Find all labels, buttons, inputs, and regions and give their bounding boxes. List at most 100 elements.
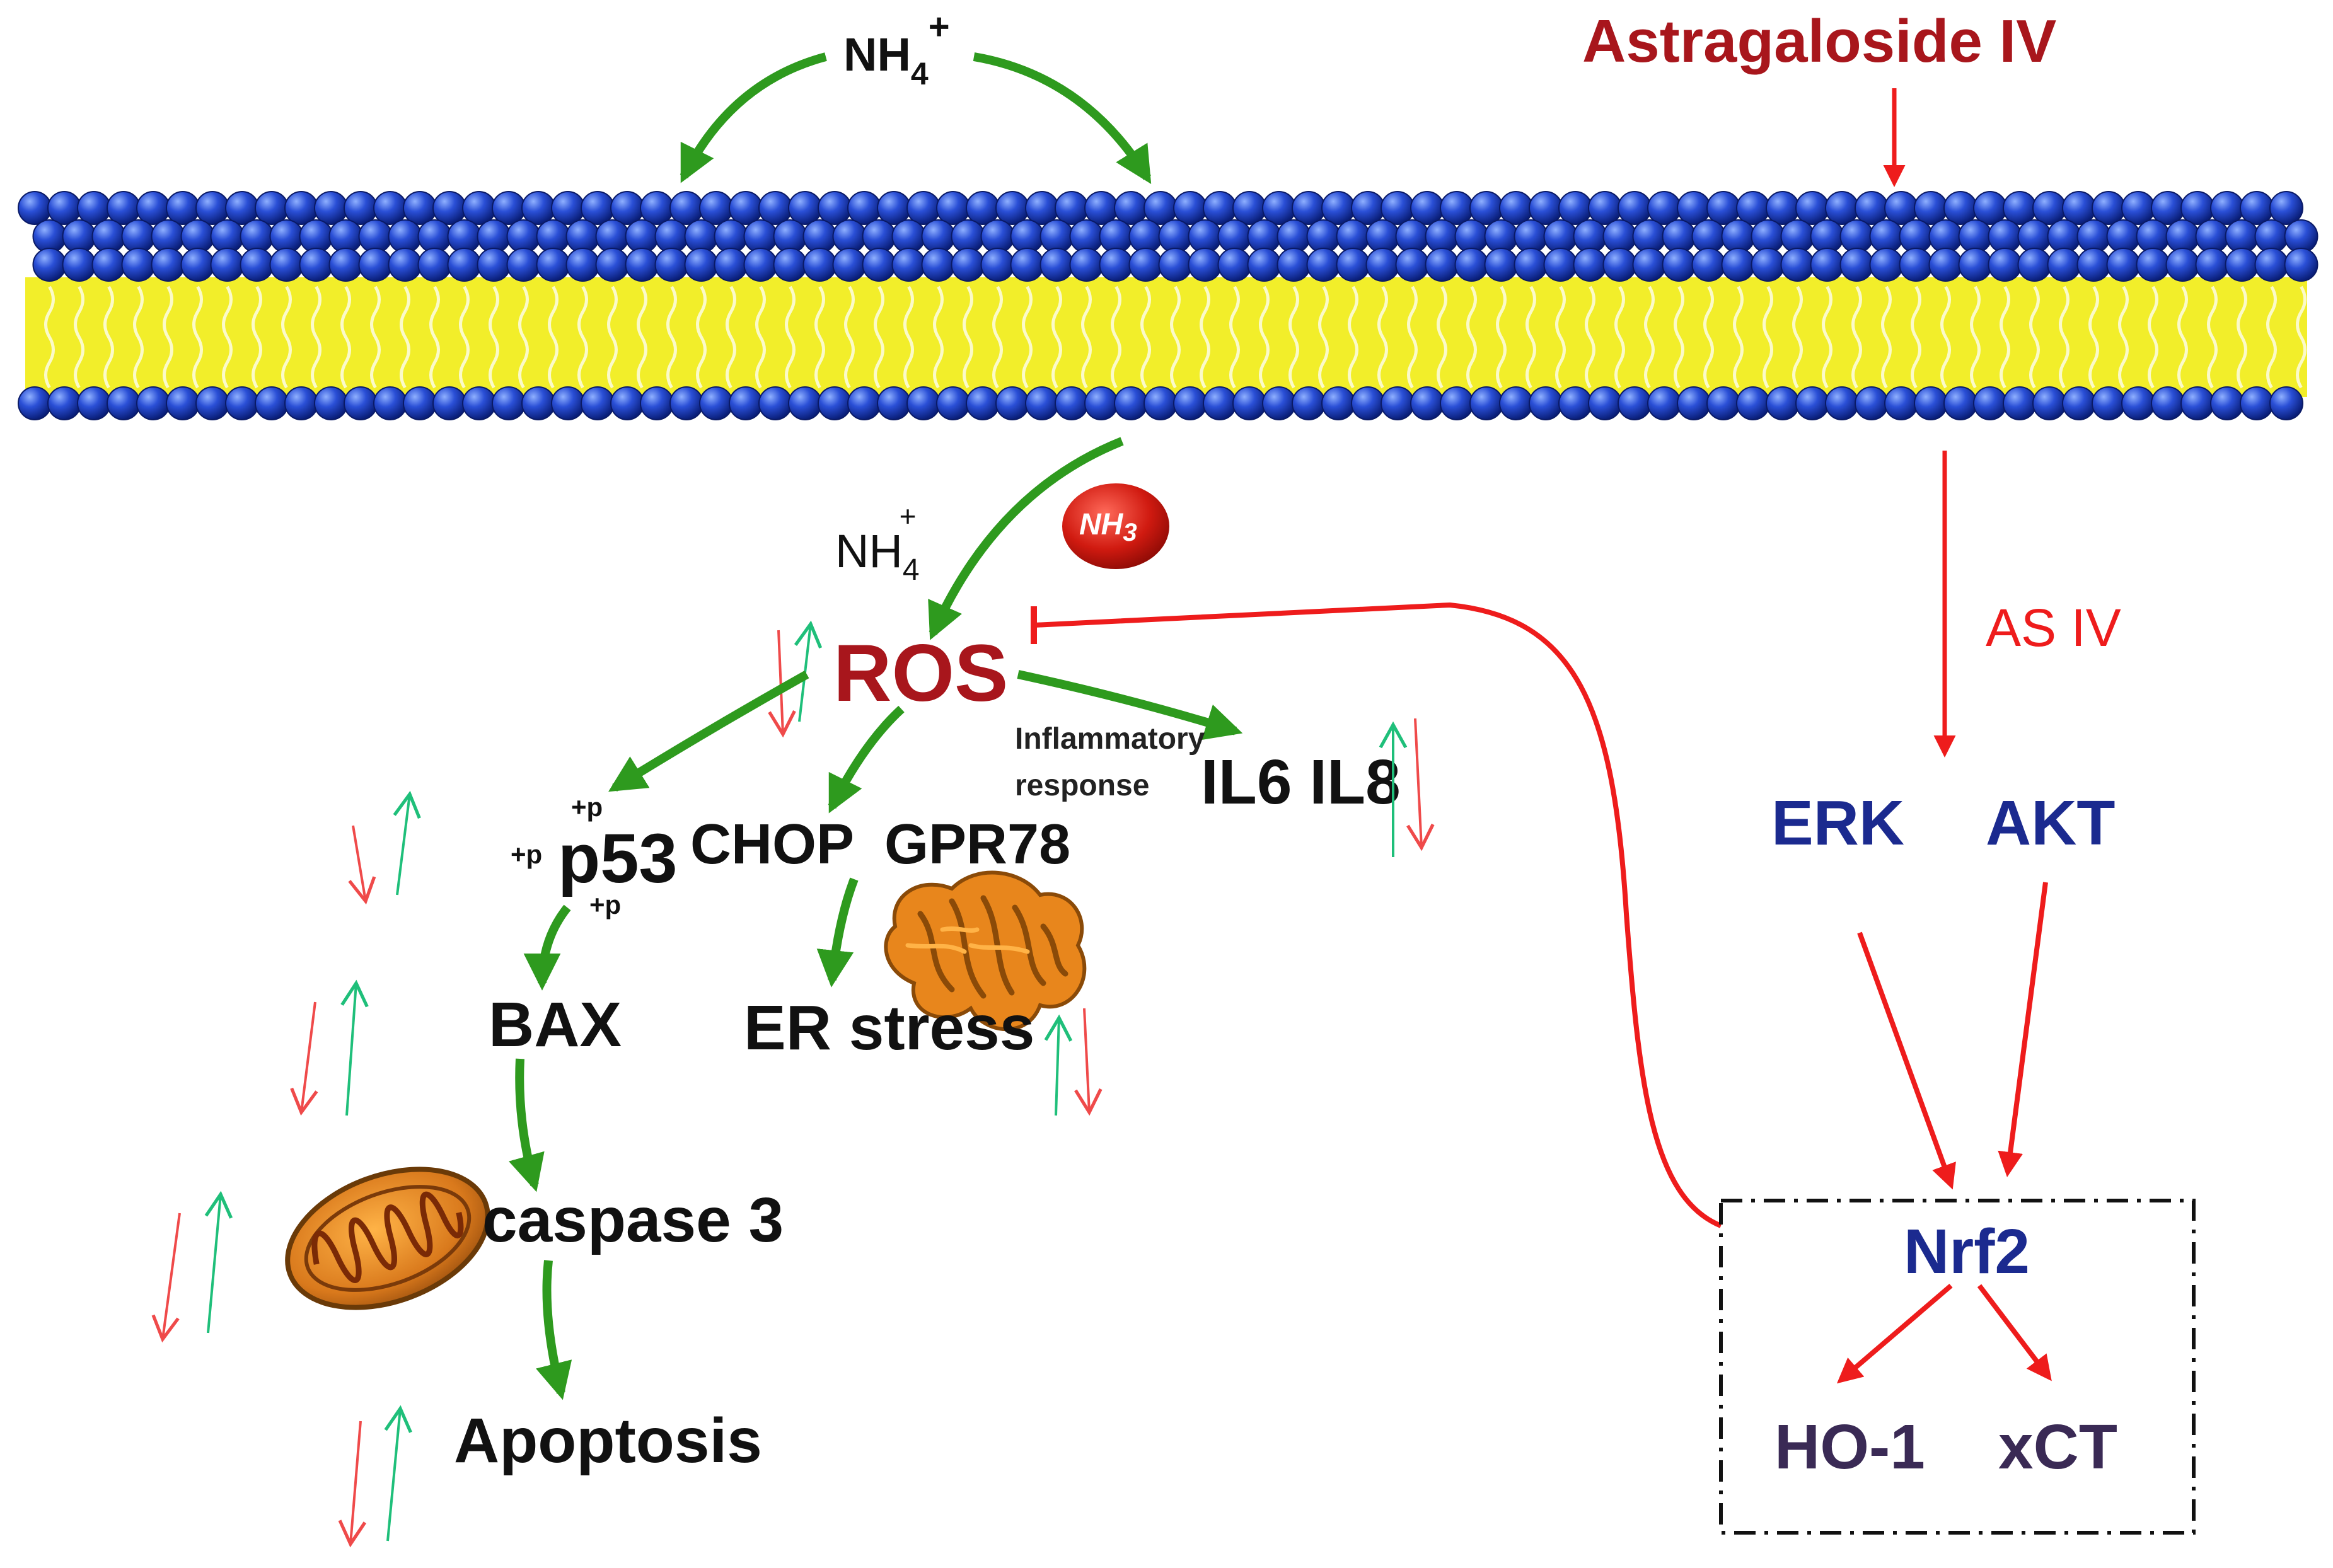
lipid-head: [1395, 248, 1430, 282]
lipid-head: [284, 386, 318, 420]
lipid-head: [2003, 191, 2037, 225]
lipid-tail: [1911, 285, 1921, 389]
lipid-head: [1203, 191, 1237, 225]
lipid-head: [1810, 248, 1844, 282]
caspase3-label: caspase 3: [482, 1185, 784, 1255]
membrane-bilayer: [14, 191, 2319, 420]
lipid-head: [373, 386, 407, 420]
lipid-head: [1558, 386, 1592, 420]
er-stress-label: ER stress: [744, 993, 1034, 1063]
lipid-head: [1336, 248, 1370, 282]
lipid-tail: [903, 285, 914, 389]
lipid-head: [1440, 191, 1474, 225]
arrow-akt-to-nrf2: [1998, 882, 2048, 1177]
apoptosis-label: Apoptosis: [454, 1405, 762, 1476]
lipid-tail: [340, 285, 351, 389]
svg-text:+p: +p: [511, 839, 542, 869]
lipid-head: [1958, 248, 1993, 282]
lipid-tail: [933, 285, 944, 389]
lipid-tail: [1081, 285, 1092, 389]
lipid-tail: [992, 285, 1003, 389]
lipid-head: [1292, 386, 1326, 420]
lipid-tail: [1022, 285, 1033, 389]
lipid-head: [2121, 386, 2155, 420]
lipid-head: [1321, 386, 1355, 420]
lipid-head: [1884, 191, 1918, 225]
lipid-head: [1410, 386, 1444, 420]
lipid-head: [2254, 248, 2289, 282]
arrow-ros-to-chop: [828, 705, 905, 814]
lipid-head: [1114, 191, 1148, 225]
lipid-tail: [489, 285, 499, 389]
lipid-head: [1514, 248, 1548, 282]
lipid-tail: [1140, 285, 1151, 389]
lipid-tail: [755, 285, 766, 389]
lipid-head: [210, 248, 245, 282]
lipid-head: [595, 248, 630, 282]
lipid-head: [2136, 248, 2170, 282]
lipid-head: [2092, 386, 2126, 420]
lipid-head: [1780, 248, 1815, 282]
gpr78-label: GPR78: [884, 813, 1070, 876]
lipid-tail: [1111, 285, 1121, 389]
svg-text:NH4+: NH4+: [843, 6, 950, 91]
lipid-tail: [2148, 285, 2158, 389]
lipid-head: [1440, 386, 1474, 420]
lipid-head: [906, 191, 941, 225]
lipid-head: [1647, 386, 1681, 420]
lipid-head: [1010, 248, 1045, 282]
lipid-tail: [1170, 285, 1181, 389]
lipid-head: [1825, 191, 1859, 225]
lipid-head: [891, 248, 926, 282]
lipid-head: [1365, 248, 1400, 282]
lipid-tail: [2029, 285, 2040, 389]
lipid-head: [1069, 248, 1104, 282]
lipid-head: [91, 248, 126, 282]
lipid-head: [2062, 386, 2096, 420]
lipid-head: [1055, 191, 1089, 225]
lipid-head: [388, 248, 422, 282]
lipid-head: [581, 191, 615, 225]
lipid-head: [995, 386, 1029, 420]
endoplasmic-reticulum-icon: [884, 870, 1087, 1032]
lipid-tail: [814, 285, 825, 389]
lipid-head: [1839, 248, 1874, 282]
lipid-head: [1232, 191, 1266, 225]
lipid-head: [1677, 191, 1711, 225]
lipid-head: [18, 191, 52, 225]
nh4-top-label: NH4+: [843, 6, 950, 91]
lipid-head: [2240, 191, 2274, 225]
lipid-tail: [370, 285, 381, 389]
lipid-tail: [2266, 285, 2277, 389]
inflammatory-label-line1: Inflammatory: [1015, 722, 1205, 756]
lipid-head: [2076, 248, 2111, 282]
erk-label: ERK: [1771, 788, 1904, 858]
lipid-head: [462, 386, 496, 420]
lipid-head: [2180, 386, 2214, 420]
lipid-tail: [666, 285, 677, 389]
arrow-ros-to-p53: [608, 670, 809, 792]
lipid-tail: [252, 285, 262, 389]
lipid-tail: [2237, 285, 2247, 389]
lipid-head: [669, 191, 703, 225]
lipid-head: [151, 248, 185, 282]
lipid-head: [966, 191, 1000, 225]
lipid-head: [788, 191, 822, 225]
lipid-tail: [1348, 285, 1358, 389]
lipid-head: [729, 386, 763, 420]
lipid-head: [2195, 248, 2230, 282]
lipid-head: [610, 191, 644, 225]
lipid-head: [699, 191, 733, 225]
lipid-head: [1632, 248, 1667, 282]
p53-label: p53 +p +p +p: [511, 792, 678, 919]
lipid-tail: [1051, 285, 1062, 389]
lipid-head: [462, 191, 496, 225]
lipid-head: [166, 191, 200, 225]
chop-label: CHOP: [690, 813, 854, 876]
lipid-head: [951, 248, 985, 282]
lipid-head: [581, 386, 615, 420]
lipid-head: [1381, 386, 1415, 420]
lipid-head: [195, 386, 229, 420]
arrow-p53-to-bax: [523, 904, 571, 991]
lipid-head: [1588, 191, 1622, 225]
